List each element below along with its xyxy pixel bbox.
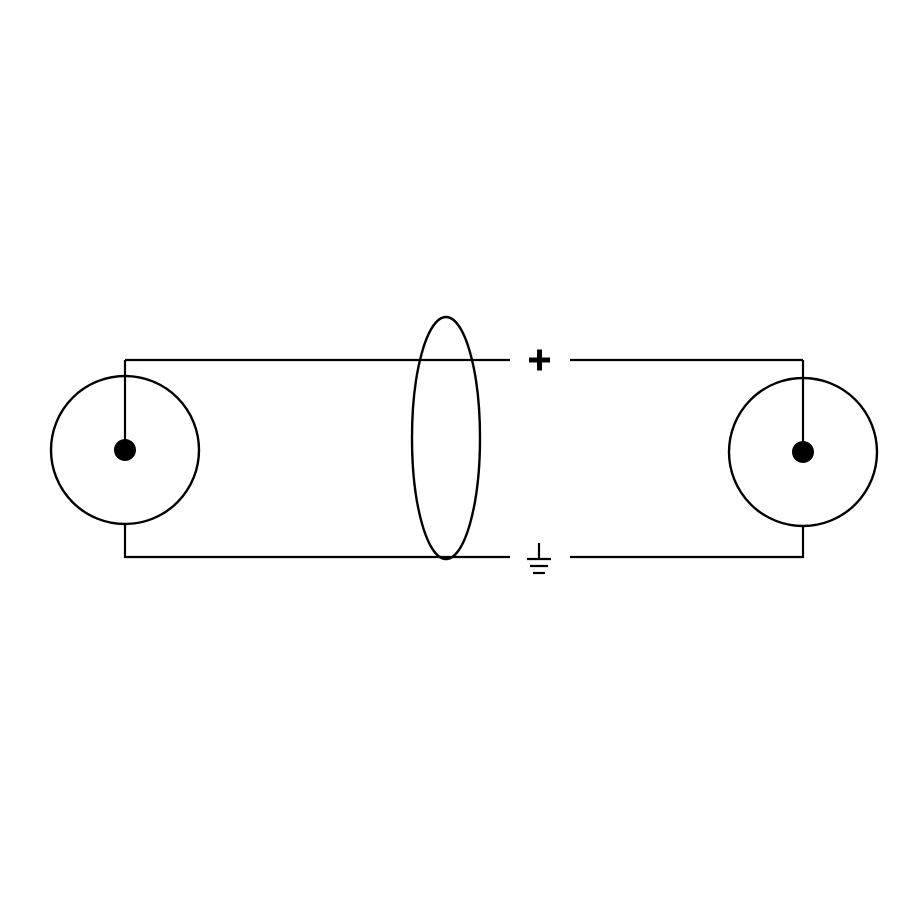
plus-icon [529,349,550,371]
plus-icon-vertical [537,349,542,371]
ground-icon [527,543,551,575]
right-connector [727,360,879,528]
left-connector [49,360,201,526]
cable-shield-ellipse [410,315,482,561]
ground-wire-right [570,526,805,559]
ground-wire-left [123,524,510,559]
